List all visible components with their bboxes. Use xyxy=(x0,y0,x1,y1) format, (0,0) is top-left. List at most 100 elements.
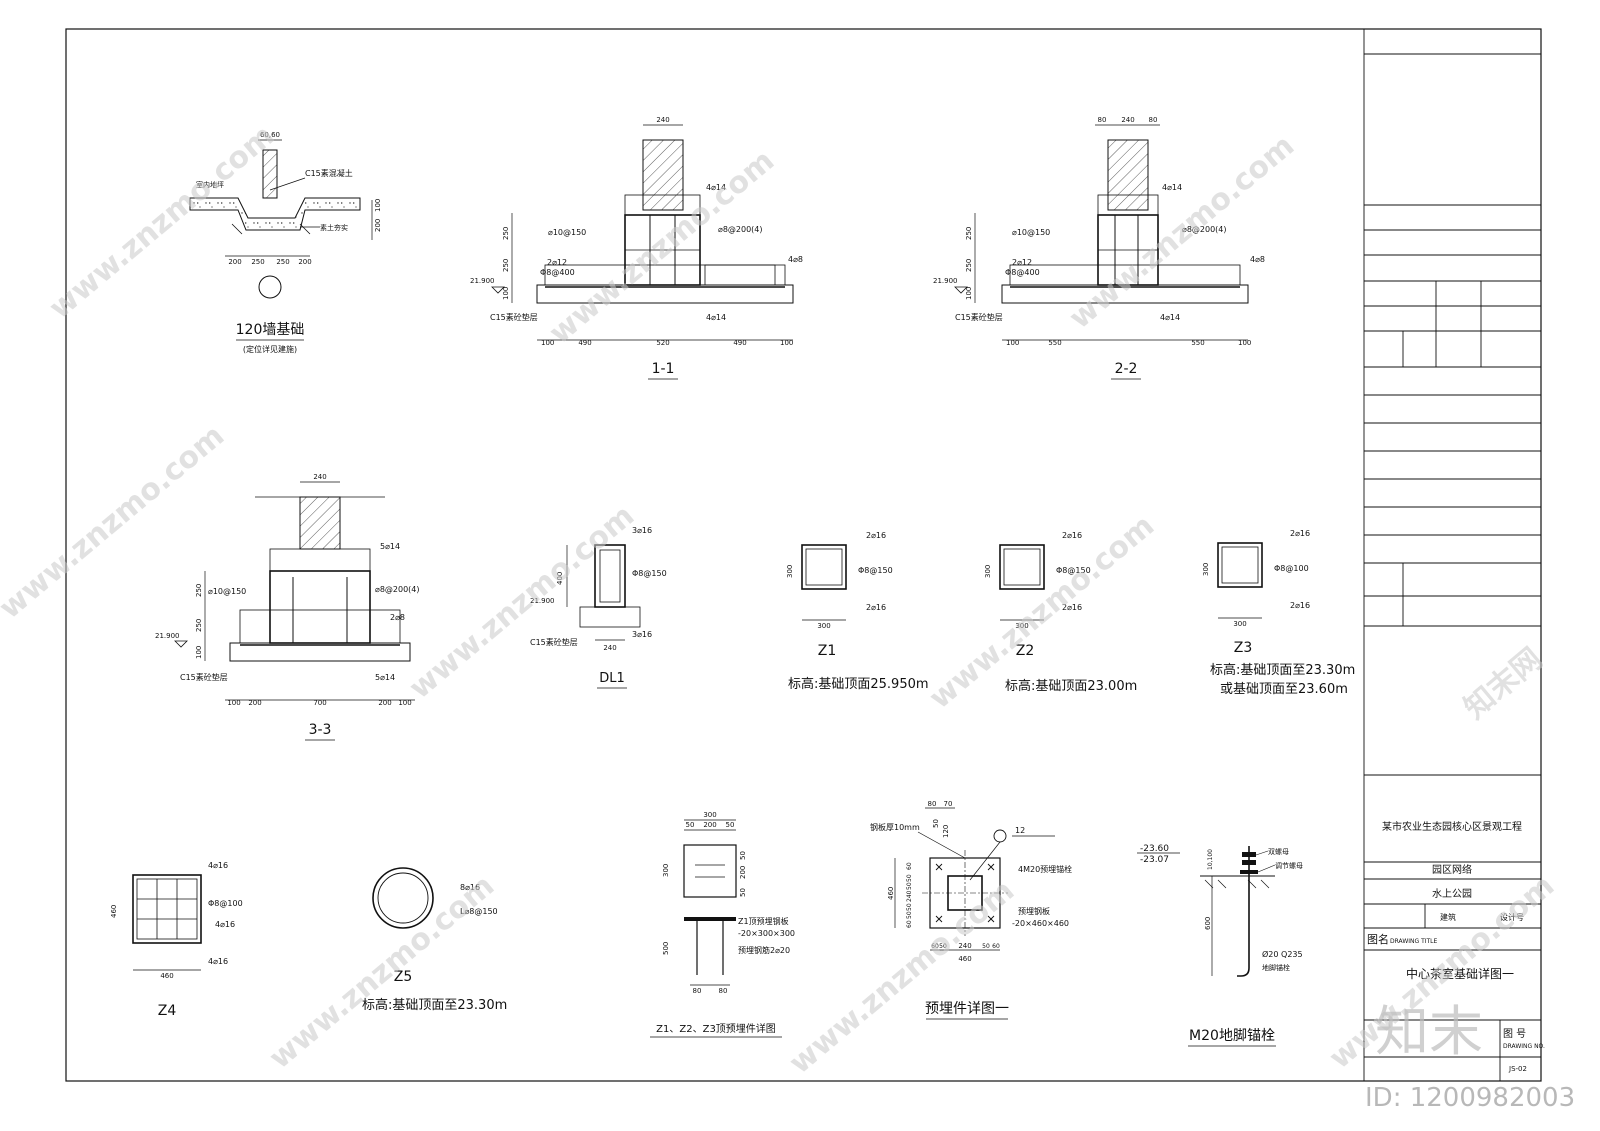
em1-sd4: 240 xyxy=(906,890,913,902)
s33-side-bar: 2⌀8 xyxy=(390,613,405,622)
em1-vd1: 120 xyxy=(942,825,950,838)
z4-top: 4⌀16 xyxy=(208,861,228,870)
s11-dl1: 250 xyxy=(502,259,510,272)
z2-label: Z2 xyxy=(1016,643,1035,659)
anchor-bolt-detail: -23.60 -23.07 双螺母 调节螺母 Ø20 Q235 地脚锚栓 600… xyxy=(1137,844,1303,1047)
drawing-title-label: DRAWING TITLE xyxy=(1390,938,1438,945)
s33-cushion: C15素砼垫层 xyxy=(180,672,228,682)
s11-dl0: 250 xyxy=(502,227,510,240)
s22-dl0: 250 xyxy=(965,227,973,240)
s11-width: 240 xyxy=(656,116,669,124)
z5-bars: 8⌀16 xyxy=(460,883,480,892)
z3-stirrup: Φ8@100 xyxy=(1274,564,1309,573)
z2-w: 300 xyxy=(1015,622,1028,630)
s11-cushion: C15素砼垫层 xyxy=(490,312,538,322)
s11-db1: 490 xyxy=(578,339,591,347)
s22-dl1: 250 xyxy=(965,259,973,272)
column-z1: 2⌀16 Φ8@150 2⌀16 300 300 Z1 标高:基础顶面25.95… xyxy=(786,531,929,692)
embed1-detail: 80 70 钢板厚10mm 50 120 12 4M20预埋锚栓 预埋钢板 -2… xyxy=(870,800,1072,1020)
s33-stirrup: ⌀8@200(4) xyxy=(375,585,420,594)
z2-top: 2⌀16 xyxy=(1062,531,1082,540)
emz-sb2: 50 xyxy=(739,888,747,897)
em1-slope: 12 xyxy=(1015,826,1025,835)
emz-plate1: Z1顶预埋钢板 xyxy=(738,916,789,926)
z3-label: Z3 xyxy=(1234,640,1253,656)
drawing-no-label: 图 号 xyxy=(1503,1028,1526,1040)
em1-td1: 70 xyxy=(944,800,953,808)
s22-side-bar: 2⌀12 xyxy=(1012,258,1032,267)
s11-top-bars: 4⌀14 xyxy=(706,183,726,192)
em1-bd0: 60 xyxy=(931,943,939,950)
wall120-title: 120墙基础 xyxy=(236,321,305,338)
s33-dist-bar: ⌀10@150 xyxy=(208,587,246,596)
dl1-width: 240 xyxy=(603,644,616,652)
wall120-dim-b0: 200 xyxy=(228,258,241,266)
emz-bd1: 80 xyxy=(719,987,728,995)
cell-b: 设计号 xyxy=(1500,912,1524,922)
dl1-stirrup: Φ8@150 xyxy=(632,569,667,578)
s11-side-bar: 2⌀12 xyxy=(547,258,567,267)
anchor-len: 600 xyxy=(1204,917,1212,930)
wall120-floor: 室内地坪 xyxy=(196,180,224,189)
s33-db4: 100 xyxy=(398,699,411,707)
drawing-name-label: 图名 xyxy=(1367,932,1389,946)
watermark-id: ID: 1200982003 xyxy=(1365,1083,1575,1113)
z1-elev: 标高:基础顶面25.950m xyxy=(788,676,929,692)
dl1-bottom: 3⌀16 xyxy=(632,630,652,639)
s11-level: 21.900 xyxy=(470,277,495,285)
em1-plate-size: -20×460×460 xyxy=(1012,919,1069,928)
s11-dist-bar: ⌀10@150 xyxy=(548,228,586,237)
wall120-concrete: C15素混凝土 xyxy=(305,168,353,178)
s22-label: 2-2 xyxy=(1115,361,1138,377)
s33-label: 3-3 xyxy=(309,722,332,738)
z1-bottom: 2⌀16 xyxy=(866,603,886,612)
em1-sd2: 50 xyxy=(906,874,913,882)
s33-dl0: 250 xyxy=(195,584,203,597)
em1-bd3: 50 xyxy=(982,943,990,950)
em1-label: 预埋件详图一 xyxy=(925,1001,1009,1017)
s22-w0: 80 xyxy=(1098,116,1107,124)
s22-db0: 100 xyxy=(1006,339,1019,347)
s33-width: 240 xyxy=(313,473,326,481)
column-z4: 4⌀16 Φ8@100 4⌀16 4⌀16 460 460 Z4 xyxy=(110,861,243,1019)
z3-elev1: 标高:基础顶面至23.30m xyxy=(1210,662,1355,678)
emz-td1: 50 xyxy=(686,821,695,829)
wall120-dim-r0: 100 xyxy=(374,199,382,212)
s22-dist-bar: ⌀10@150 xyxy=(1012,228,1050,237)
z2-elev: 标高:基础顶面23.00m xyxy=(1005,678,1137,694)
em1-bd1: 50 xyxy=(939,943,947,950)
z1-top: 2⌀16 xyxy=(866,531,886,540)
z4-label: Z4 xyxy=(158,1003,177,1019)
s11-stirrup: ⌀8@200(4) xyxy=(718,225,763,234)
s22-w1: 240 xyxy=(1121,116,1134,124)
wall120-dim-top: 60,60 xyxy=(260,131,280,139)
em1-bolt: 4M20预埋锚栓 xyxy=(1018,864,1072,874)
emz-td2: 200 xyxy=(703,821,716,829)
column-z3: 2⌀16 Φ8@100 2⌀16 300 300 Z3 标高:基础顶面至23.3… xyxy=(1202,529,1355,697)
wall120-dim-b3: 200 xyxy=(298,258,311,266)
z2-h: 300 xyxy=(984,565,992,578)
anchor-rod: Ø20 Q235 xyxy=(1262,949,1303,959)
title-block xyxy=(1363,29,1541,1081)
em1-bd2: 240 xyxy=(958,942,971,950)
z5-label: Z5 xyxy=(394,969,413,985)
z3-w: 300 xyxy=(1233,620,1246,628)
s22-right-bar: 4⌀8 xyxy=(1250,255,1265,264)
s22-w2: 80 xyxy=(1149,116,1158,124)
s22-stirrup: ⌀8@200(4) xyxy=(1182,225,1227,234)
s33-level: 21.900 xyxy=(155,632,180,640)
s22-side-stirrup: Φ8@400 xyxy=(1005,268,1040,277)
s11-db4: 100 xyxy=(780,339,793,347)
s11-db2: 520 xyxy=(656,339,669,347)
section-1-1: 240 4⌀14 ⌀8@200(4) ⌀10@150 2⌀12 Φ8@400 4… xyxy=(470,116,803,380)
emz-bd0: 80 xyxy=(693,987,702,995)
em1-sd1: 60 xyxy=(906,862,913,870)
wall120-dim-b2: 250 xyxy=(276,258,289,266)
z1-label: Z1 xyxy=(818,643,837,659)
wall120-dim-b1: 250 xyxy=(251,258,264,266)
watermark-brand-1: 知末网 xyxy=(1458,641,1549,726)
unit-name: 园区网络 xyxy=(1432,863,1472,876)
s11-side-stirrup: Φ8@400 xyxy=(540,268,575,277)
s22-db1: 550 xyxy=(1048,339,1061,347)
